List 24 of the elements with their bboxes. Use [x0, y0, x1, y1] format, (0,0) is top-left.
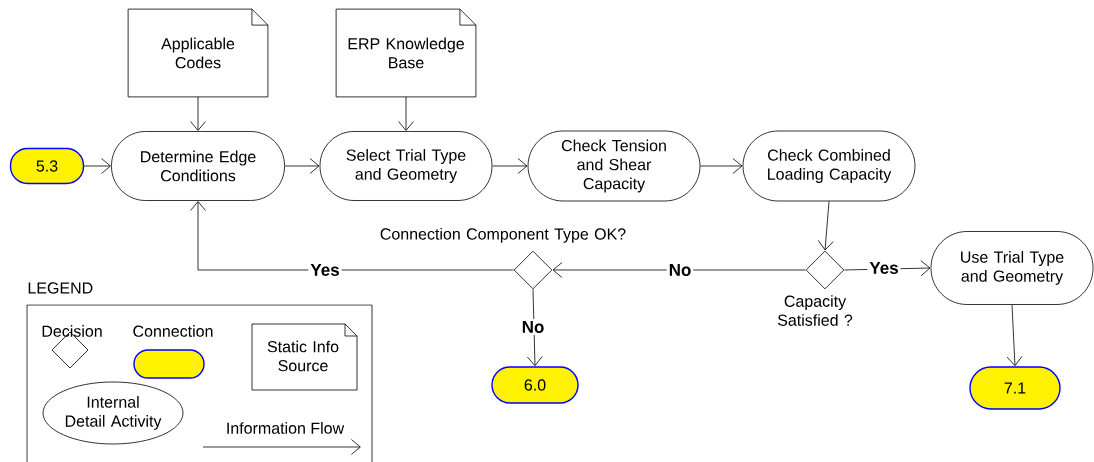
- legend-text: Internal Detail Activity: [65, 396, 162, 430]
- arrow: [83, 158, 111, 174]
- legend-text: Information Flow: [227, 422, 345, 434]
- arrow: [552, 262, 806, 278]
- edge-label: No: [519, 319, 547, 335]
- document-box: ERP Knowledge Base: [335, 8, 477, 98]
- arrow: [492, 158, 528, 174]
- document-box: Applicable Codes: [127, 8, 269, 98]
- legend-text: Static Info Source: [267, 340, 339, 372]
- edge-label: Yes: [308, 262, 342, 278]
- edge-label: No: [666, 262, 694, 278]
- edge-label: Yes: [867, 260, 901, 276]
- arrow: [817, 201, 834, 251]
- arrow: [398, 96, 414, 131]
- legend-text: Connection: [133, 325, 213, 337]
- arrow: [190, 96, 206, 131]
- arrow: [1006, 304, 1023, 367]
- arrow: [284, 158, 320, 174]
- node-label: Connection Component Type OK?: [380, 227, 626, 243]
- arrow: [700, 158, 743, 174]
- node-label: Capacity Satisfied ?: [777, 295, 853, 326]
- legend-title: LEGEND: [28, 282, 93, 294]
- arrow: [190, 201, 514, 271]
- legend-text: Decision: [42, 325, 102, 337]
